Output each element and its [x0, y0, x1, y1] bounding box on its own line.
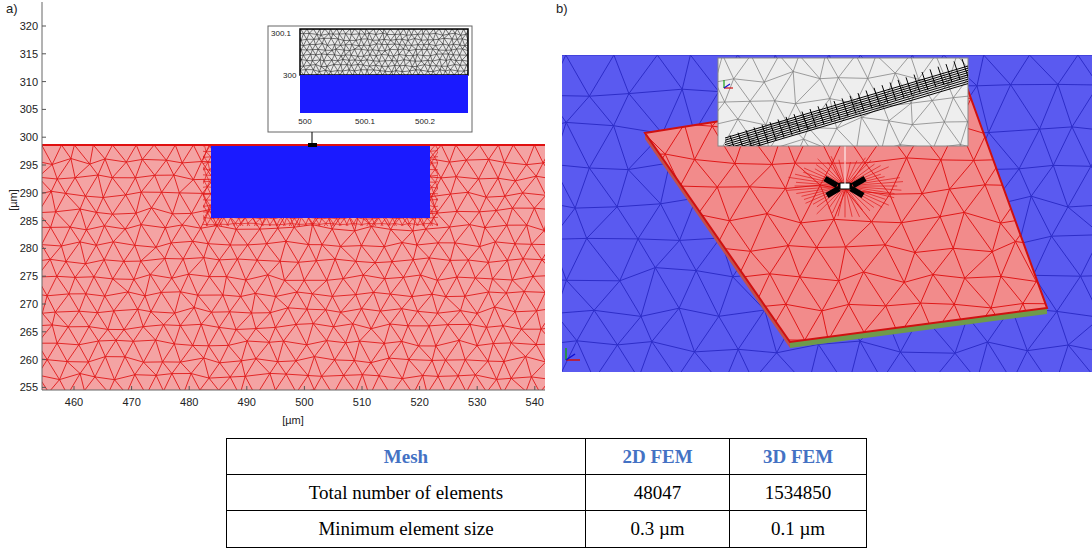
table-cell: 2D FEM [585, 438, 730, 476]
mesh-lines [718, 58, 968, 146]
table-cell: 0.3 µm [585, 510, 730, 548]
table-cell: 48047 [585, 474, 730, 512]
inset-tick-label: 500 [298, 118, 311, 127]
mesh-lines [203, 145, 438, 226]
mesh-lines [42, 145, 545, 390]
y-tick-label: 270 [20, 298, 38, 310]
table-text: 0.3 µm [630, 518, 684, 540]
table-cell: Minimum element size [226, 510, 586, 548]
substrate-region [42, 145, 545, 390]
table-text: Total number of elements [309, 482, 503, 504]
mesh-lines [300, 29, 468, 75]
y-tick-label: 320 [20, 20, 38, 32]
y-tick-label: 295 [20, 159, 38, 171]
x-axis-title: [µm] [282, 414, 304, 426]
x-tick-label: 460 [65, 396, 83, 408]
inset-tick-label: 300.1 [271, 30, 291, 39]
table-header: 2D FEM [622, 446, 692, 468]
table-cell: Total number of elements [226, 474, 586, 512]
table-header: 3D FEM [763, 446, 833, 468]
inset-outline [300, 29, 468, 75]
table-cell: 0.1 µm [729, 510, 867, 548]
x-tick-label: 530 [468, 396, 486, 408]
panel-3d-mesh [522, 55, 1092, 427]
table-text: 48047 [634, 482, 682, 504]
table-cell: Mesh [226, 438, 586, 476]
zoom-marker [308, 143, 317, 147]
y-tick-label: 315 [20, 48, 38, 60]
x-tick-label: 480 [180, 396, 198, 408]
y-tick-label: 285 [20, 215, 38, 227]
interface-line [42, 144, 545, 146]
film-region [211, 145, 430, 218]
inset-leader [845, 146, 846, 184]
table-cell: 3D FEM [729, 438, 867, 476]
electrode-detail [823, 176, 838, 188]
y-tick-label: 310 [20, 76, 38, 88]
y-tick-label: 305 [20, 103, 38, 115]
electrode-lines [725, 59, 968, 146]
x-tick-label: 500 [295, 396, 313, 408]
inset-tick-label: 500.2 [415, 118, 435, 127]
y-tick-label: 260 [20, 354, 38, 366]
table-text: 1534850 [765, 482, 832, 504]
y-tick-label: 275 [20, 270, 38, 282]
mesh-lines [562, 55, 1092, 372]
x-tick-label: 520 [410, 396, 428, 408]
x-tick-label: 470 [122, 396, 140, 408]
x-axis [42, 390, 545, 391]
inset-film [300, 75, 468, 113]
panel-label: a) [6, 2, 18, 16]
inset-tick-label: 500.1 [355, 118, 375, 127]
y-tick-label: 265 [20, 326, 38, 338]
axis-ticks [42, 26, 535, 390]
background-mesh-region [562, 55, 1092, 372]
axis-triad [566, 80, 733, 360]
electrode-detail [851, 176, 866, 188]
table-header: Mesh [384, 446, 428, 468]
x-tick-label: 510 [353, 396, 371, 408]
y-tick-label: 255 [20, 381, 38, 393]
y-tick-label: 280 [20, 242, 38, 254]
panel-label: b) [556, 2, 568, 16]
y-tick-label: 290 [20, 187, 38, 199]
table-text: Minimum element size [318, 518, 493, 540]
y-tick-label: 300 [20, 131, 38, 143]
table-cell: 1534850 [729, 474, 867, 512]
x-tick-label: 490 [238, 396, 256, 408]
y-axis-title: [µm] [7, 189, 19, 211]
x-tick-label: 540 [526, 396, 544, 408]
inset-tick-label: 300 [283, 72, 296, 81]
panel-2d-mesh [18, 2, 584, 429]
table-text: 0.1 µm [771, 518, 825, 540]
